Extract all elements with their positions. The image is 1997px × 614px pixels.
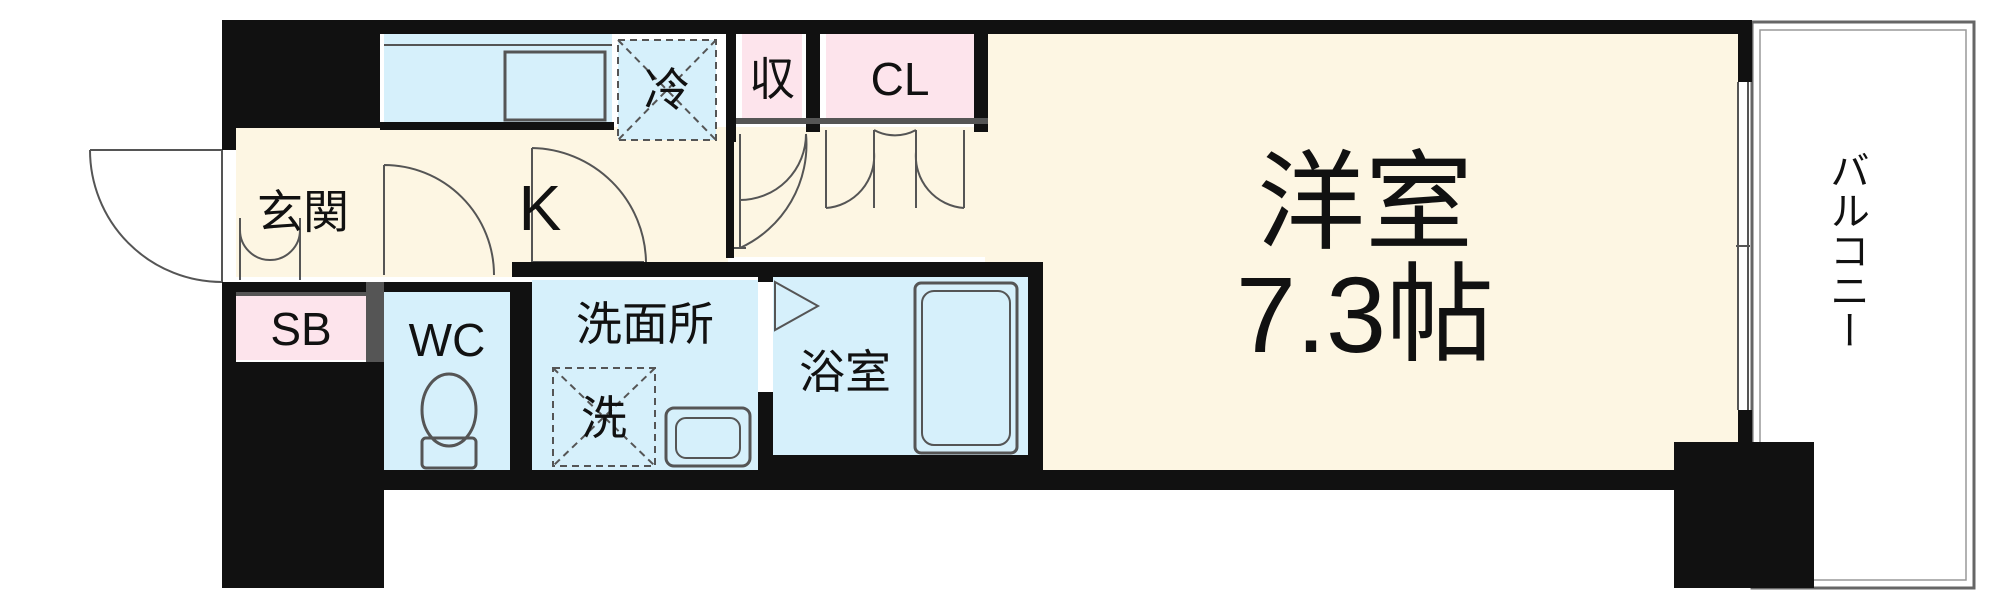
wall-bottom (384, 470, 1674, 490)
wall-left-side (222, 282, 236, 362)
closet-floor (826, 33, 974, 119)
wall-right-bottom (1738, 410, 1752, 450)
kitchen-label: K (519, 172, 562, 244)
kitchen-floor (378, 127, 728, 277)
shoe-box-floor (236, 296, 366, 360)
wall-right-top (1738, 20, 1752, 82)
bathtub (913, 281, 1019, 455)
wall-storage-divider (806, 20, 820, 132)
wall-bath-right (1028, 262, 1043, 472)
washing-machine-label: 洗 (581, 392, 627, 444)
wall-bath-bottom (773, 455, 1028, 470)
washbasin-bowl (675, 417, 741, 459)
western-room-size: 7.3帖 (1236, 254, 1494, 375)
toilet-tank (420, 436, 478, 470)
wall-kitchen-right-lower (726, 138, 734, 258)
wall-counter-bottom (380, 122, 614, 130)
washroom-floor (532, 280, 758, 470)
toilet-floor (384, 292, 510, 470)
wall-kitchen-right (726, 20, 736, 142)
washroom-label: 洗面所 (576, 298, 714, 350)
wall-closet-right (974, 20, 988, 132)
toilet-bowl (420, 372, 478, 448)
toilet-label: WC (409, 314, 486, 366)
storage-label: 収 (749, 53, 795, 105)
wall-bath-left-lower (758, 392, 773, 472)
kitchen-counter (384, 33, 612, 127)
shoe-box-label: SB (270, 303, 331, 355)
washing-machine-outline (552, 367, 656, 467)
wall-left-door-jamb (222, 128, 236, 150)
entrance-double-door (239, 218, 301, 280)
wall-storage-bottom (736, 118, 988, 124)
wall-shoe-box-top (236, 292, 366, 296)
refrigerator-space (618, 40, 716, 140)
storage-floor (742, 33, 802, 119)
kitchen-door-swing (383, 164, 495, 276)
closet-door-swing (825, 129, 965, 209)
balcony-label: バルコニー (1824, 150, 1868, 350)
wall-shoe-box-right (366, 282, 384, 362)
bathroom-label: 浴室 (799, 346, 891, 398)
refrigerator-outline (617, 39, 717, 141)
wall-left-lower (222, 362, 384, 588)
western-room-floor (985, 33, 1738, 473)
washbasin (664, 406, 752, 468)
wall-bath-left (758, 262, 773, 282)
refrigerator-label: 冷 (644, 64, 690, 116)
western-room-name: 洋室 (1257, 142, 1473, 263)
wall-left-upper (222, 20, 380, 128)
kitchen-sink (503, 50, 607, 122)
entrance-label: 玄関 (257, 186, 349, 238)
wall-toilet-right (510, 282, 532, 472)
balcony-inner-outline (1759, 29, 1967, 581)
closet-label: CL (871, 53, 930, 105)
balcony-outline (1750, 20, 1976, 590)
kitchen-right-door-swing (531, 147, 647, 263)
bathroom-door-marker (774, 280, 821, 332)
storage-door-swing (739, 133, 808, 249)
wall-column-right (1674, 442, 1814, 588)
front-door-swing (89, 149, 223, 283)
hallway-floor (728, 127, 985, 257)
entrance-floor (236, 127, 378, 277)
bathtub-inner (921, 290, 1011, 446)
